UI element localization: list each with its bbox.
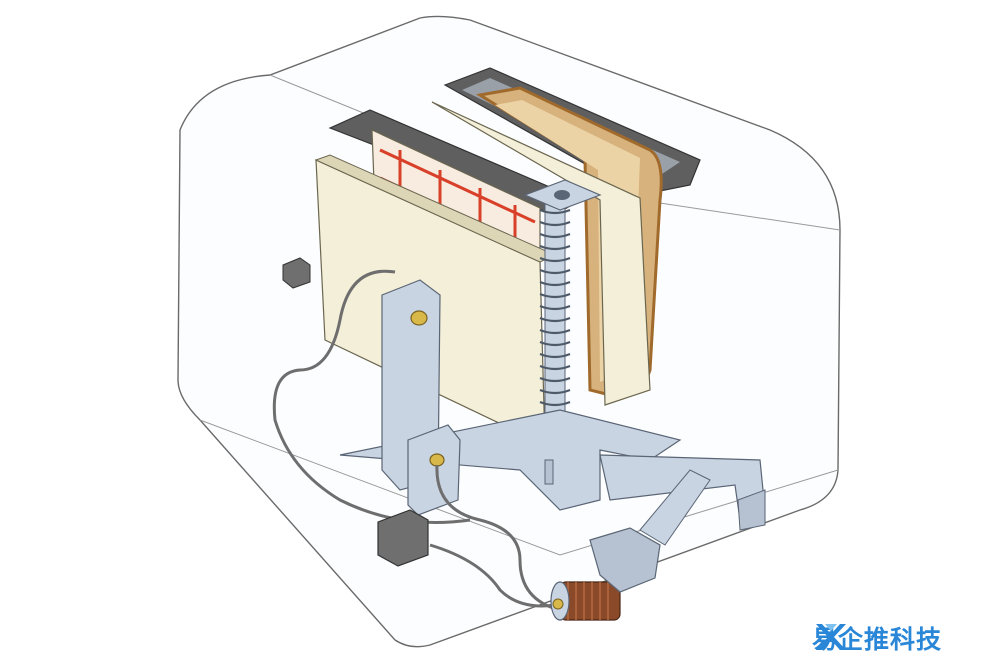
solenoid-coil (550, 581, 621, 621)
latch-mechanism (589, 527, 661, 593)
wire-main (272, 269, 471, 524)
rod-bottom (544, 459, 554, 485)
terminal-post-front (407, 424, 461, 516)
terminal-screw-upper (410, 310, 428, 326)
wire-to-solenoid (435, 464, 561, 612)
solenoid-screw (552, 598, 564, 610)
watermark: 易企推科技 (812, 618, 997, 660)
rear-connector-block (282, 257, 311, 289)
power-cord (429, 543, 556, 608)
spring-coil (539, 199, 571, 426)
support-foot (737, 489, 766, 531)
bracket-hole (554, 190, 570, 200)
spring-loops (539, 208, 571, 407)
front-connector-block (377, 509, 429, 567)
terminal-screw-lower (429, 453, 445, 467)
crossed-x-logo-icon (816, 624, 846, 650)
latch-lever (639, 469, 711, 546)
carriage-base-plate (339, 409, 682, 511)
